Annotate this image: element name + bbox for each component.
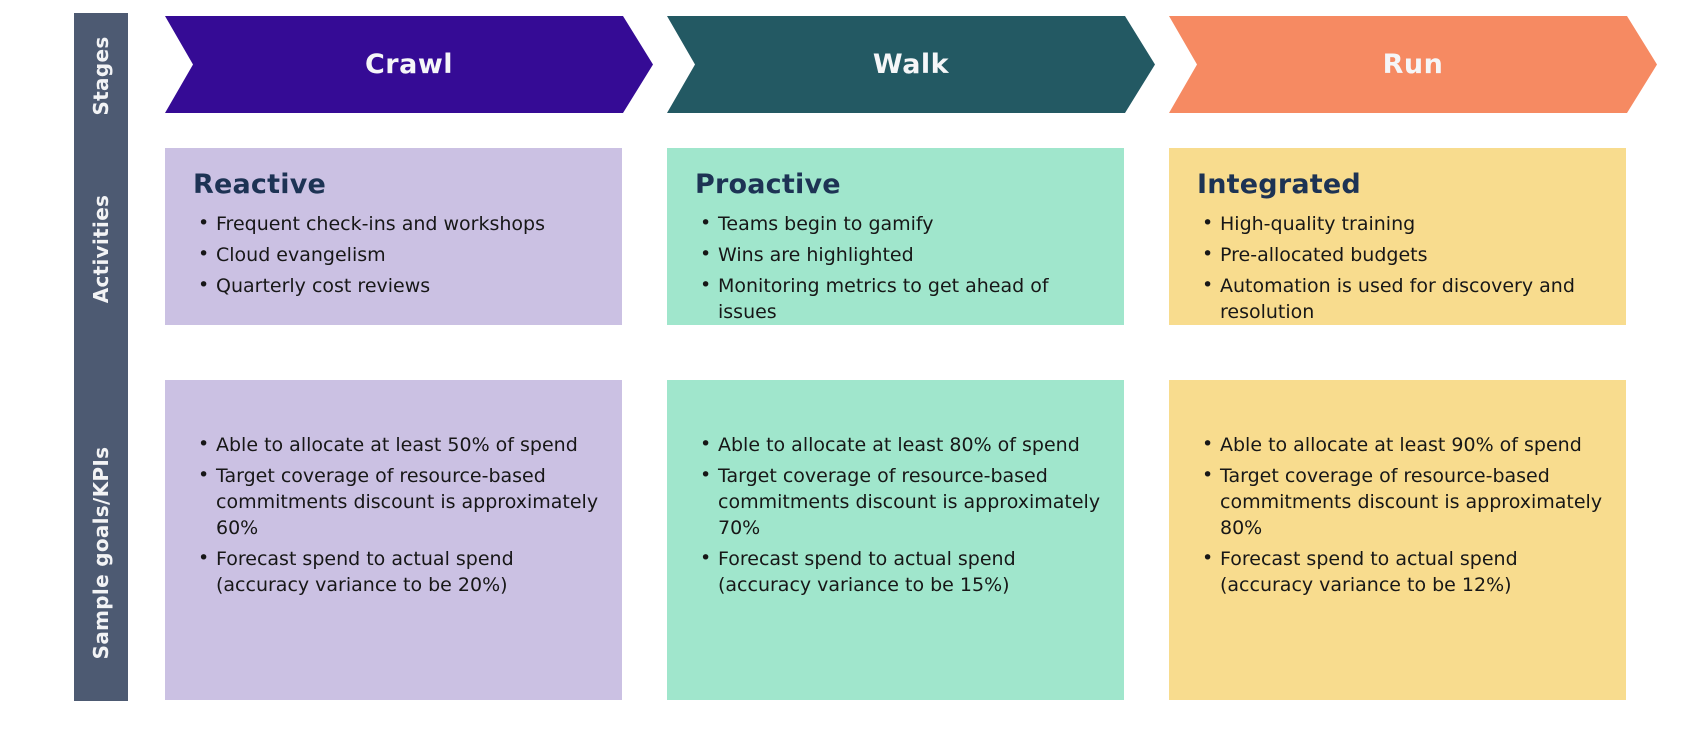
bullet-item: Forecast spend to actual spend (accuracy… bbox=[193, 545, 600, 598]
bullet-item: High-quality training bbox=[1197, 210, 1604, 237]
bullet-item: Target coverage of resource-based commit… bbox=[695, 462, 1102, 541]
kpi-card-walk: Able to allocate at least 80% of spend T… bbox=[667, 380, 1124, 700]
kpi-card-crawl: Able to allocate at least 50% of spend T… bbox=[165, 380, 622, 700]
stage-arrow-walk: Walk bbox=[667, 16, 1155, 113]
stage-arrow-crawl: Crawl bbox=[165, 16, 653, 113]
activities-card-walk: Proactive Teams begin to gamify Wins are… bbox=[667, 148, 1124, 325]
kpi-bullet-list: Able to allocate at least 50% of spend T… bbox=[193, 431, 600, 598]
stage-arrow-run-label: Run bbox=[1382, 49, 1444, 80]
bullet-item: Forecast spend to actual spend (accuracy… bbox=[695, 545, 1102, 598]
activities-card-crawl: Reactive Frequent check-ins and workshop… bbox=[165, 148, 622, 325]
bullet-item: Cloud evangelism bbox=[193, 241, 600, 268]
bullet-item: Teams begin to gamify bbox=[695, 210, 1102, 237]
kpi-bullet-list: Able to allocate at least 80% of spend T… bbox=[695, 431, 1102, 598]
bullet-item: Automation is used for discovery and res… bbox=[1197, 272, 1604, 325]
stage-arrow-crawl-label: Crawl bbox=[364, 49, 454, 80]
stage-arrow-run: Run bbox=[1169, 16, 1657, 113]
activities-bullet-list: High-quality training Pre-allocated budg… bbox=[1197, 210, 1604, 325]
bullet-item: Target coverage of resource-based commit… bbox=[1197, 462, 1604, 541]
kpi-card-run: Able to allocate at least 90% of spend T… bbox=[1169, 380, 1626, 700]
bullet-item: Forecast spend to actual spend (accuracy… bbox=[1197, 545, 1604, 598]
activities-bullet-list: Teams begin to gamify Wins are highlight… bbox=[695, 210, 1102, 325]
kpi-bullet-list: Able to allocate at least 90% of spend T… bbox=[1197, 431, 1604, 598]
row-label-sample-goals-kpis: Sample goals/KPIs bbox=[89, 446, 113, 660]
bullet-item: Target coverage of resource-based commit… bbox=[193, 462, 600, 541]
bullet-item: Able to allocate at least 90% of spend bbox=[1197, 431, 1604, 458]
bullet-item: Pre-allocated budgets bbox=[1197, 241, 1604, 268]
activities-card-run: Integrated High-quality training Pre-all… bbox=[1169, 148, 1626, 325]
activities-title-proactive: Proactive bbox=[695, 169, 841, 200]
activities-bullet-list: Frequent check-ins and workshops Cloud e… bbox=[193, 210, 600, 299]
row-label-stages: Stages bbox=[89, 36, 113, 116]
bullet-item: Able to allocate at least 80% of spend bbox=[695, 431, 1102, 458]
bullet-item: Quarterly cost reviews bbox=[193, 272, 600, 299]
bullet-item: Wins are highlighted bbox=[695, 241, 1102, 268]
activities-title-reactive: Reactive bbox=[193, 169, 327, 200]
stage-arrow-walk-label: Walk bbox=[872, 49, 950, 80]
bullet-item: Able to allocate at least 50% of spend bbox=[193, 431, 600, 458]
bullet-item: Frequent check-ins and workshops bbox=[193, 210, 600, 237]
activities-title-integrated: Integrated bbox=[1197, 169, 1361, 200]
row-label-sidebar: Stages Activities Sample goals/KPIs bbox=[74, 13, 128, 701]
bullet-item: Monitoring metrics to get ahead of issue… bbox=[695, 272, 1102, 325]
row-label-activities: Activities bbox=[89, 194, 113, 304]
